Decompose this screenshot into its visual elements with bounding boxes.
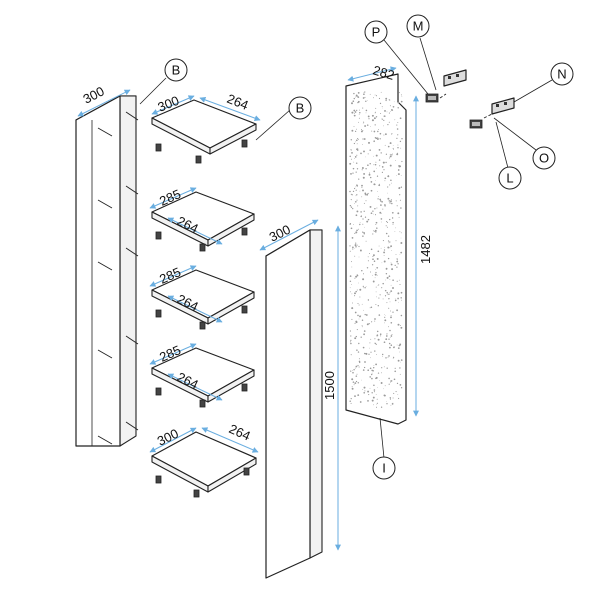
shelf-4: 285 264: [149, 342, 255, 408]
door-width-label: 300: [267, 222, 293, 245]
callout-i-label: I: [382, 461, 386, 476]
back-panel: [345, 73, 407, 425]
callout-o: O: [493, 117, 556, 170]
callout-m-label: M: [413, 19, 424, 34]
right-side-panel: [265, 229, 323, 579]
callout-b-side-label: B: [296, 101, 305, 116]
callout-b-top: B: [139, 58, 188, 105]
left-side-panel: [75, 95, 137, 447]
callout-o-label: O: [539, 151, 549, 166]
back-width-label: 282: [371, 62, 396, 82]
hardware-p-m: [425, 69, 467, 103]
callout-m: M: [406, 14, 437, 91]
door-height-label: 1500: [322, 371, 337, 400]
door-height-dimension: 1500: [322, 225, 341, 551]
shelf-2: 285 264: [149, 186, 255, 252]
back-height-dimension: 1482: [413, 95, 433, 417]
shelf-5: 300 264: [149, 421, 259, 498]
shelf-3: 285 264: [149, 264, 255, 330]
back-height-label: 1482: [418, 235, 433, 264]
shelf-1-width-label: 264: [225, 91, 251, 113]
side-panel-screws: [97, 111, 139, 445]
callout-n: N: [513, 62, 574, 103]
callout-p: P: [364, 20, 429, 95]
callout-b-side: B: [255, 96, 312, 141]
callout-b-top-label: B: [172, 63, 181, 78]
hardware-n-o-l: [469, 97, 515, 129]
callout-p-label: P: [372, 25, 381, 40]
back-width-dimension: 282: [347, 62, 397, 83]
callout-n-label: N: [557, 67, 566, 82]
shelf-1: 300 264: [151, 91, 261, 164]
callout-l-label: L: [506, 171, 513, 186]
back-panel-speckles: [349, 91, 403, 408]
callout-i: I: [372, 417, 396, 480]
callout-l: L: [495, 121, 522, 190]
